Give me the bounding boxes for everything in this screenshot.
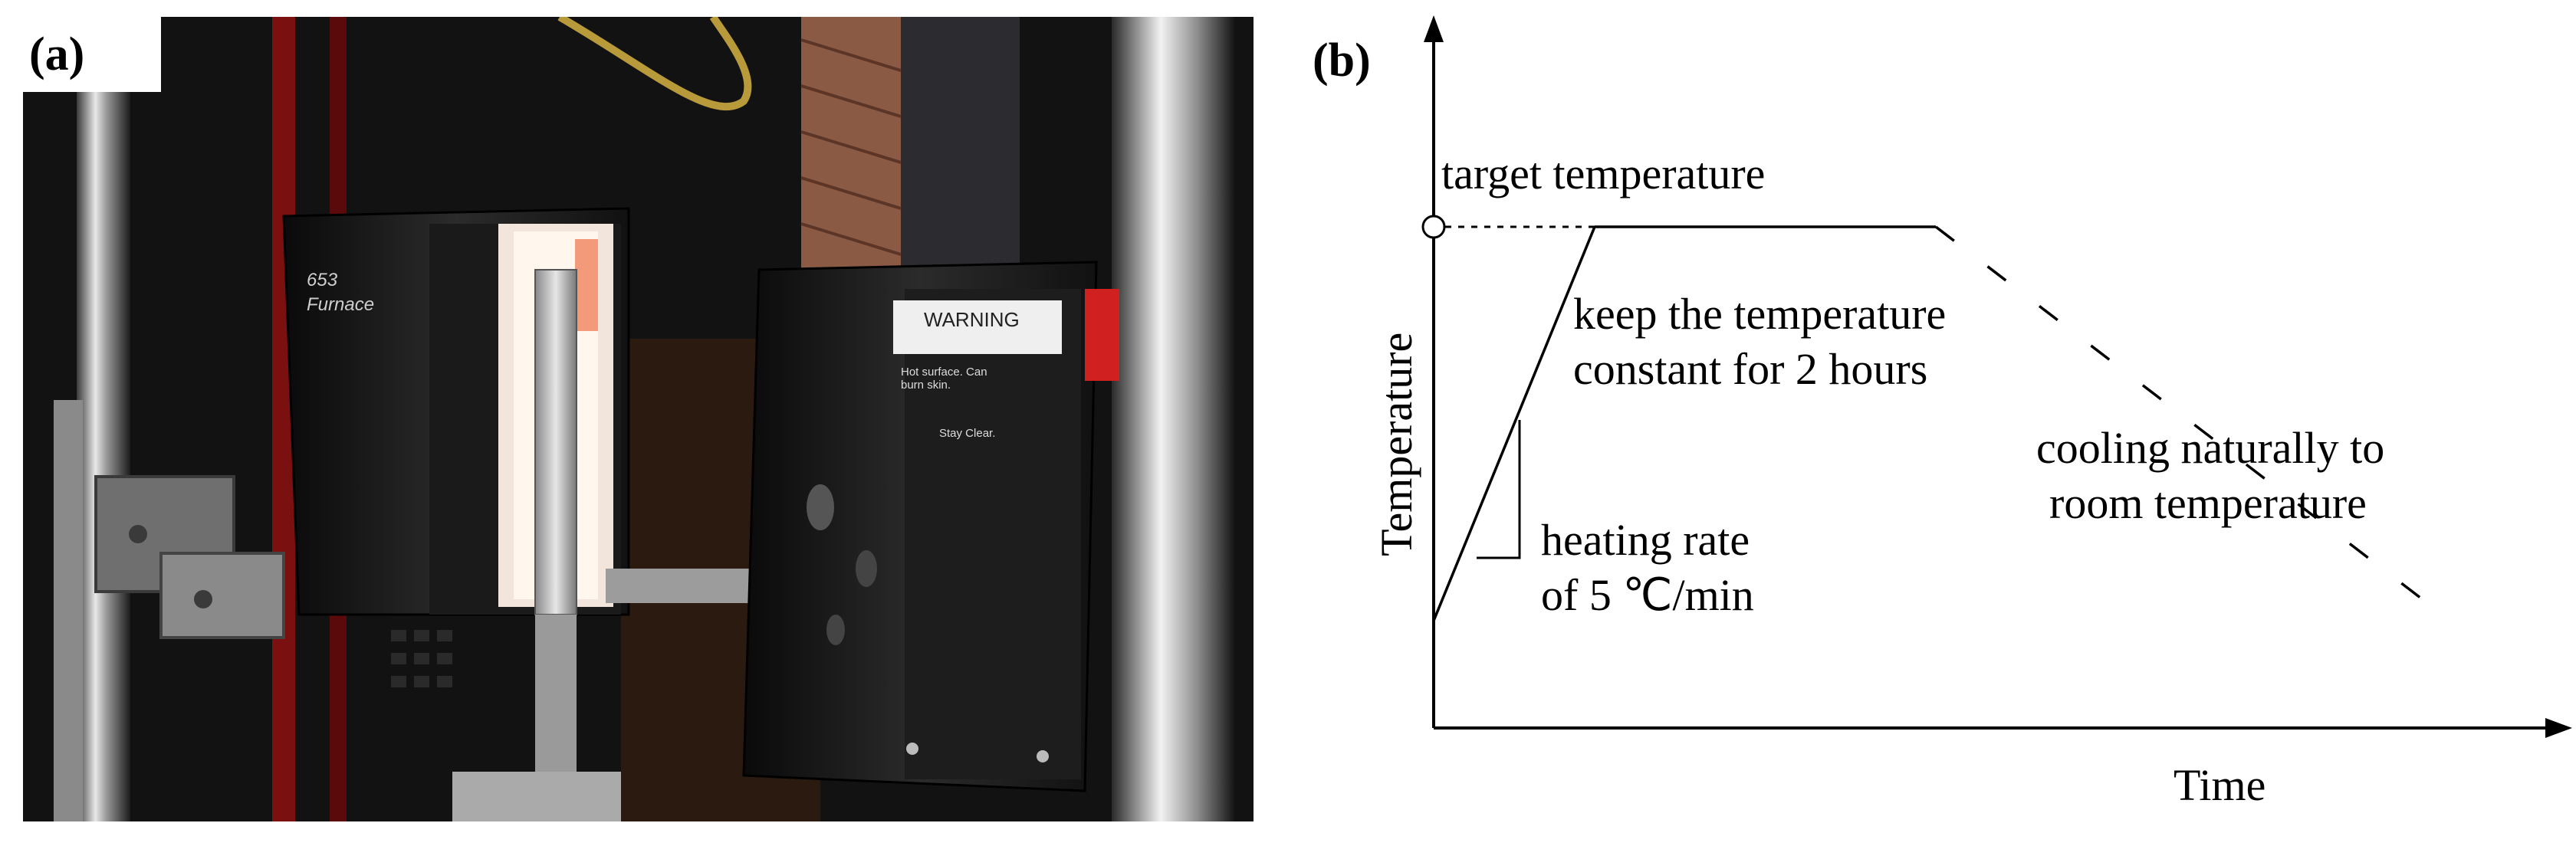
hold-label-line1: keep the temperature	[1573, 289, 1947, 339]
warning-body-text: Hot surface. Can burn skin.	[901, 366, 987, 392]
x-axis-label: Time	[2174, 760, 2266, 810]
temperature-profile-svg	[1421, 15, 2572, 738]
cooling-label-line1: cooling naturally to	[2036, 423, 2385, 473]
target-temperature-label: target temperature	[1441, 149, 1766, 198]
furnace-photo-drawing	[23, 17, 1254, 821]
panel-b-label: (b)	[1313, 34, 1371, 87]
y-axis-label: Temperature	[1372, 332, 1422, 556]
hold-label-line2: constant for 2 hours	[1573, 344, 1928, 394]
heating-label-line2: of 5 ℃/min	[1541, 570, 1754, 620]
y-axis-arrow	[1424, 15, 1444, 42]
cooling-label-line2: room temperature	[2049, 478, 2367, 528]
furnace-model-text: 653	[307, 270, 338, 290]
panel-a-label-box	[23, 17, 161, 92]
heating-label-line1: heating rate	[1541, 515, 1750, 565]
target-marker	[1421, 215, 1446, 239]
furnace-name-text: Furnace	[307, 294, 375, 315]
temperature-profile-diagram: (b) Time Temperature target temperature …	[1273, 0, 2576, 846]
furnace-photo: (a) 653 Furnace WARNING Hot surface. Can…	[23, 17, 1254, 821]
panel-a-label: (a)	[29, 28, 85, 80]
warning-label-text: WARNING	[924, 308, 1020, 331]
x-axis-arrow	[2545, 718, 2572, 738]
slope-triangle	[1477, 420, 1521, 559]
cooling-segment	[1934, 225, 2432, 607]
warning-footer-text: Stay Clear.	[939, 427, 996, 440]
heating-segment	[1432, 226, 1596, 621]
